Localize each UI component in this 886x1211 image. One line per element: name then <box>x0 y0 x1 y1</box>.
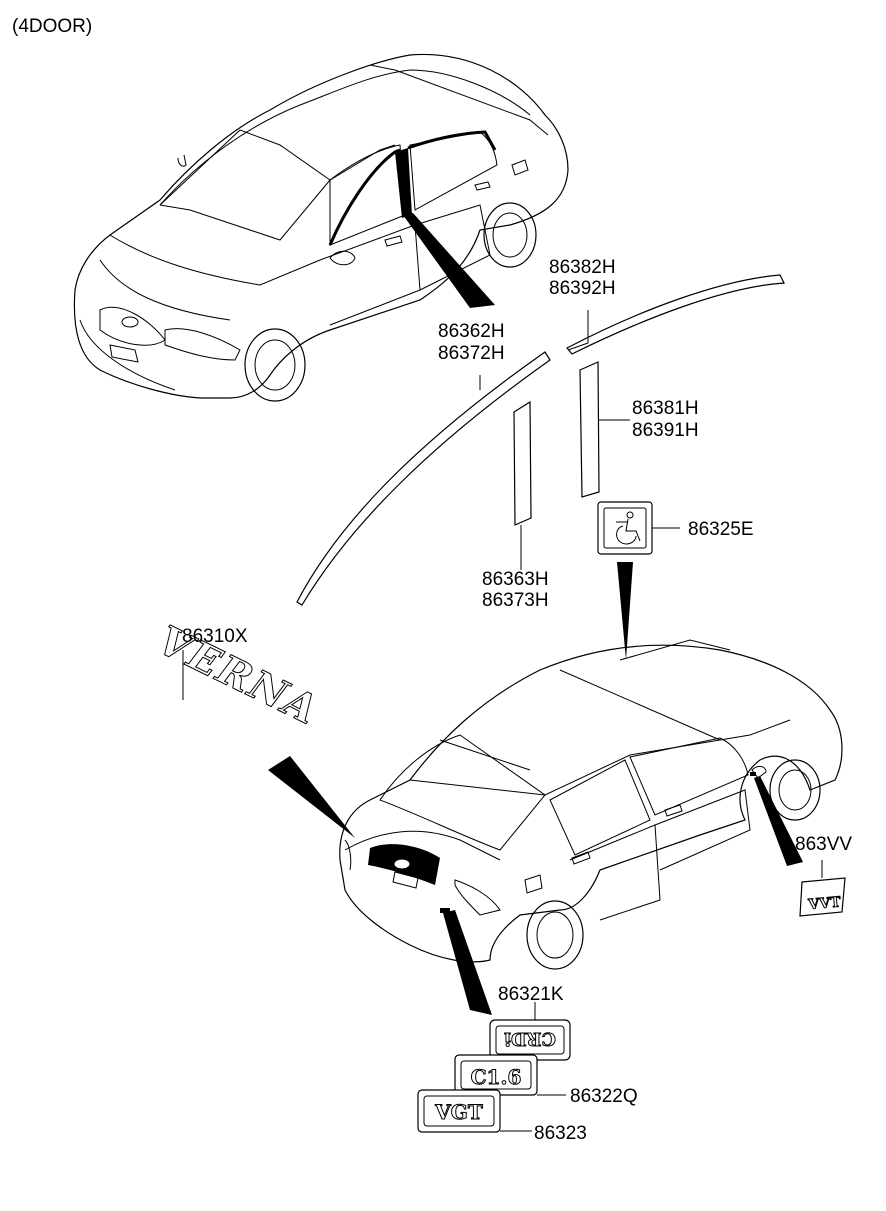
label-86381H: 86381H <box>632 398 699 419</box>
wheelchair-icon <box>616 511 641 545</box>
front-pillar-tape-part <box>513 400 532 526</box>
label-86373H: 86373H <box>482 590 549 611</box>
door-molding-part <box>296 351 551 606</box>
rear-car-illustration <box>339 639 843 970</box>
label-86382H: 86382H <box>549 257 616 278</box>
label-86323: 86323 <box>534 1123 587 1144</box>
label-86321K: 86321K <box>498 984 564 1005</box>
vgt-emblem-part: VGT <box>417 1089 501 1133</box>
label-86322Q: 86322Q <box>570 1086 638 1107</box>
roof-molding-part <box>566 274 785 355</box>
handicap-emblem-part <box>597 501 653 555</box>
rear-pillar-tape-part <box>579 361 600 498</box>
label-86392H: 86392H <box>549 278 616 299</box>
label-86363H: 86363H <box>482 569 549 590</box>
label-86325E: 86325E <box>688 519 754 540</box>
label-86362H: 86362H <box>438 321 505 342</box>
label-86391H: 86391H <box>632 420 699 441</box>
crdi-emblem-part: CRDi <box>489 1019 571 1061</box>
label-86372H: 86372H <box>438 343 505 364</box>
label-86310X: 86310X <box>182 626 248 647</box>
vvt-emblem-text: VVT <box>807 894 842 913</box>
vgt-emblem-text: VGT <box>434 1100 483 1124</box>
diagram-title: (4DOOR) <box>12 16 92 37</box>
cl6-emblem-part: C1.6 <box>454 1054 538 1096</box>
cl6-emblem-text: C1.6 <box>471 1065 522 1089</box>
front-car-illustration <box>73 53 569 402</box>
crdi-emblem-text: CRDi <box>504 1028 556 1049</box>
vvt-emblem-part: VVT <box>799 877 846 917</box>
label-863VV: 863VV <box>795 834 852 855</box>
